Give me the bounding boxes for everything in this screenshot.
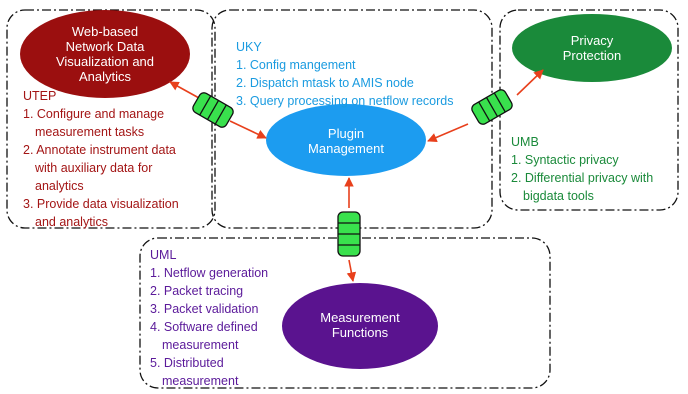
uml-item: measurement	[162, 374, 239, 388]
umb-name: UMB	[511, 135, 539, 149]
privacy-label: Privacy Protection	[522, 24, 662, 72]
queue-connector-right	[471, 89, 513, 125]
uky-task-list: UKY 1. Config mangement 2. Dispatch mtas…	[236, 38, 453, 110]
measurement-line-1: Measurement	[320, 310, 400, 325]
uml-item: 3. Packet validation	[150, 302, 259, 316]
uml-item: 2. Packet tracing	[150, 284, 244, 298]
uky-item: 2. Dispatch mtask to AMIS node	[236, 76, 414, 90]
utep-item: measurement tasks	[35, 125, 145, 139]
umb-item: bigdata tools	[523, 189, 594, 203]
utep-item: 2. Annotate instrument data	[23, 143, 176, 157]
uky-name: UKY	[236, 40, 262, 54]
utep-item: with auxiliary data for	[35, 161, 153, 175]
utep-item: 3. Provide data visualization	[23, 197, 179, 211]
uky-item: 1. Config mangement	[236, 58, 356, 72]
utep-task-list: UTEP 1. Configure and manage measurement…	[23, 87, 179, 231]
uml-item: 1. Netflow generation	[150, 266, 269, 280]
plugin-ellipse	[266, 104, 426, 176]
queue-connector-bottom	[337, 211, 361, 257]
plugin-line-2: Management	[308, 141, 384, 156]
uml-name: UML	[150, 248, 177, 262]
measurement-line-2: Functions	[331, 325, 389, 340]
utep-item: and analytics	[35, 215, 108, 229]
umb-item: 2. Differential privacy with	[511, 171, 654, 185]
privacy-ellipse	[512, 14, 672, 82]
utep-item: 1. Configure and manage	[23, 107, 165, 121]
uml-item: 5. Distributed	[150, 356, 224, 370]
visualization-label: Web-based Network Data Visualization and…	[25, 14, 185, 94]
arrow-visualization-connector	[169, 81, 200, 99]
plugin-label: Plugin Management	[276, 118, 416, 164]
queue-connector-left	[192, 92, 234, 128]
utep-name: UTEP	[23, 89, 57, 103]
umb-task-list: UMB 1. Syntactic privacy 2. Differential…	[511, 133, 653, 205]
measurement-label: Measurement Functions	[290, 302, 430, 348]
uml-task-list: UML 1. Netflow generation 2. Packet trac…	[150, 246, 268, 390]
uml-item: measurement	[162, 338, 239, 352]
uky-item: 3. Query processing on netflow records	[236, 94, 454, 108]
measurement-ellipse	[282, 283, 438, 369]
privacy-line-2: Protection	[562, 48, 622, 63]
umb-item: 1. Syntactic privacy	[511, 153, 619, 167]
visualization-line-1: Web-based	[71, 24, 139, 39]
arrow-connector-plugin-right	[427, 123, 469, 143]
plugin-line-1: Plugin	[327, 126, 365, 141]
arrow-privacy-connector	[516, 69, 544, 96]
arrow-connector-measurement	[346, 259, 357, 282]
uml-item: 4. Software defined	[150, 320, 258, 334]
visualization-line-4: Analytics	[78, 69, 132, 84]
privacy-line-1: Privacy	[570, 33, 614, 48]
visualization-ellipse	[20, 10, 190, 98]
visualization-line-3: Visualization and	[55, 54, 155, 69]
utep-item: analytics	[35, 179, 84, 193]
arrow-connector-plugin-left	[229, 120, 267, 139]
visualization-line-2: Network Data	[65, 39, 145, 54]
